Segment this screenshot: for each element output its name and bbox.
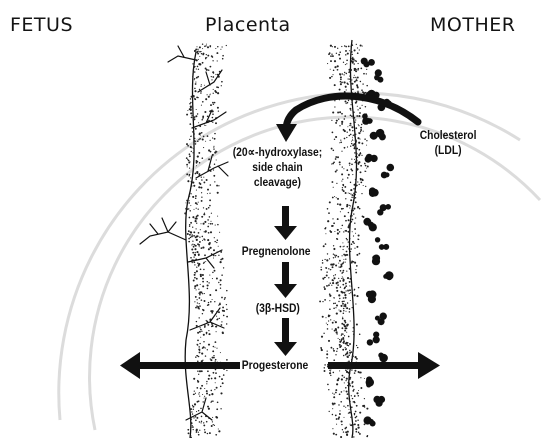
hsd-label: (3β-HSD) — [254, 301, 302, 316]
progesterone-label: Progesterone — [240, 358, 310, 373]
ldl-text: (LDL) — [418, 143, 478, 158]
enzyme-line-1: (20∝-hydroxylase; — [228, 145, 327, 160]
side-chain-cleavage-label: (20∝-hydroxylase; side chain cleavage) — [228, 145, 327, 190]
fetus-header: FETUS — [10, 14, 73, 36]
cholesterol-label: Cholesterol (LDL) — [418, 128, 478, 158]
arrow-to-pregnenolone — [274, 206, 297, 240]
pregnenolone-label: Pregnenolone — [240, 244, 312, 259]
pathway-arrows — [274, 206, 297, 356]
fetal-membrane-stipple — [184, 43, 228, 438]
maternal-blood-cells — [361, 58, 394, 427]
arrow-to-progesterone — [274, 318, 297, 356]
arrow-to-hsd — [274, 262, 297, 298]
enzyme-line-2: side chain — [228, 160, 327, 175]
mother-header: MOTHER — [430, 14, 515, 36]
enzyme-line-3: cleavage) — [228, 175, 327, 190]
fetal-membrane — [184, 43, 228, 438]
placenta-header: Placenta — [205, 14, 291, 36]
arrow-to-fetus — [120, 352, 240, 379]
maternal-membrane-stipple — [319, 44, 373, 438]
cholesterol-text: Cholesterol — [418, 128, 478, 143]
